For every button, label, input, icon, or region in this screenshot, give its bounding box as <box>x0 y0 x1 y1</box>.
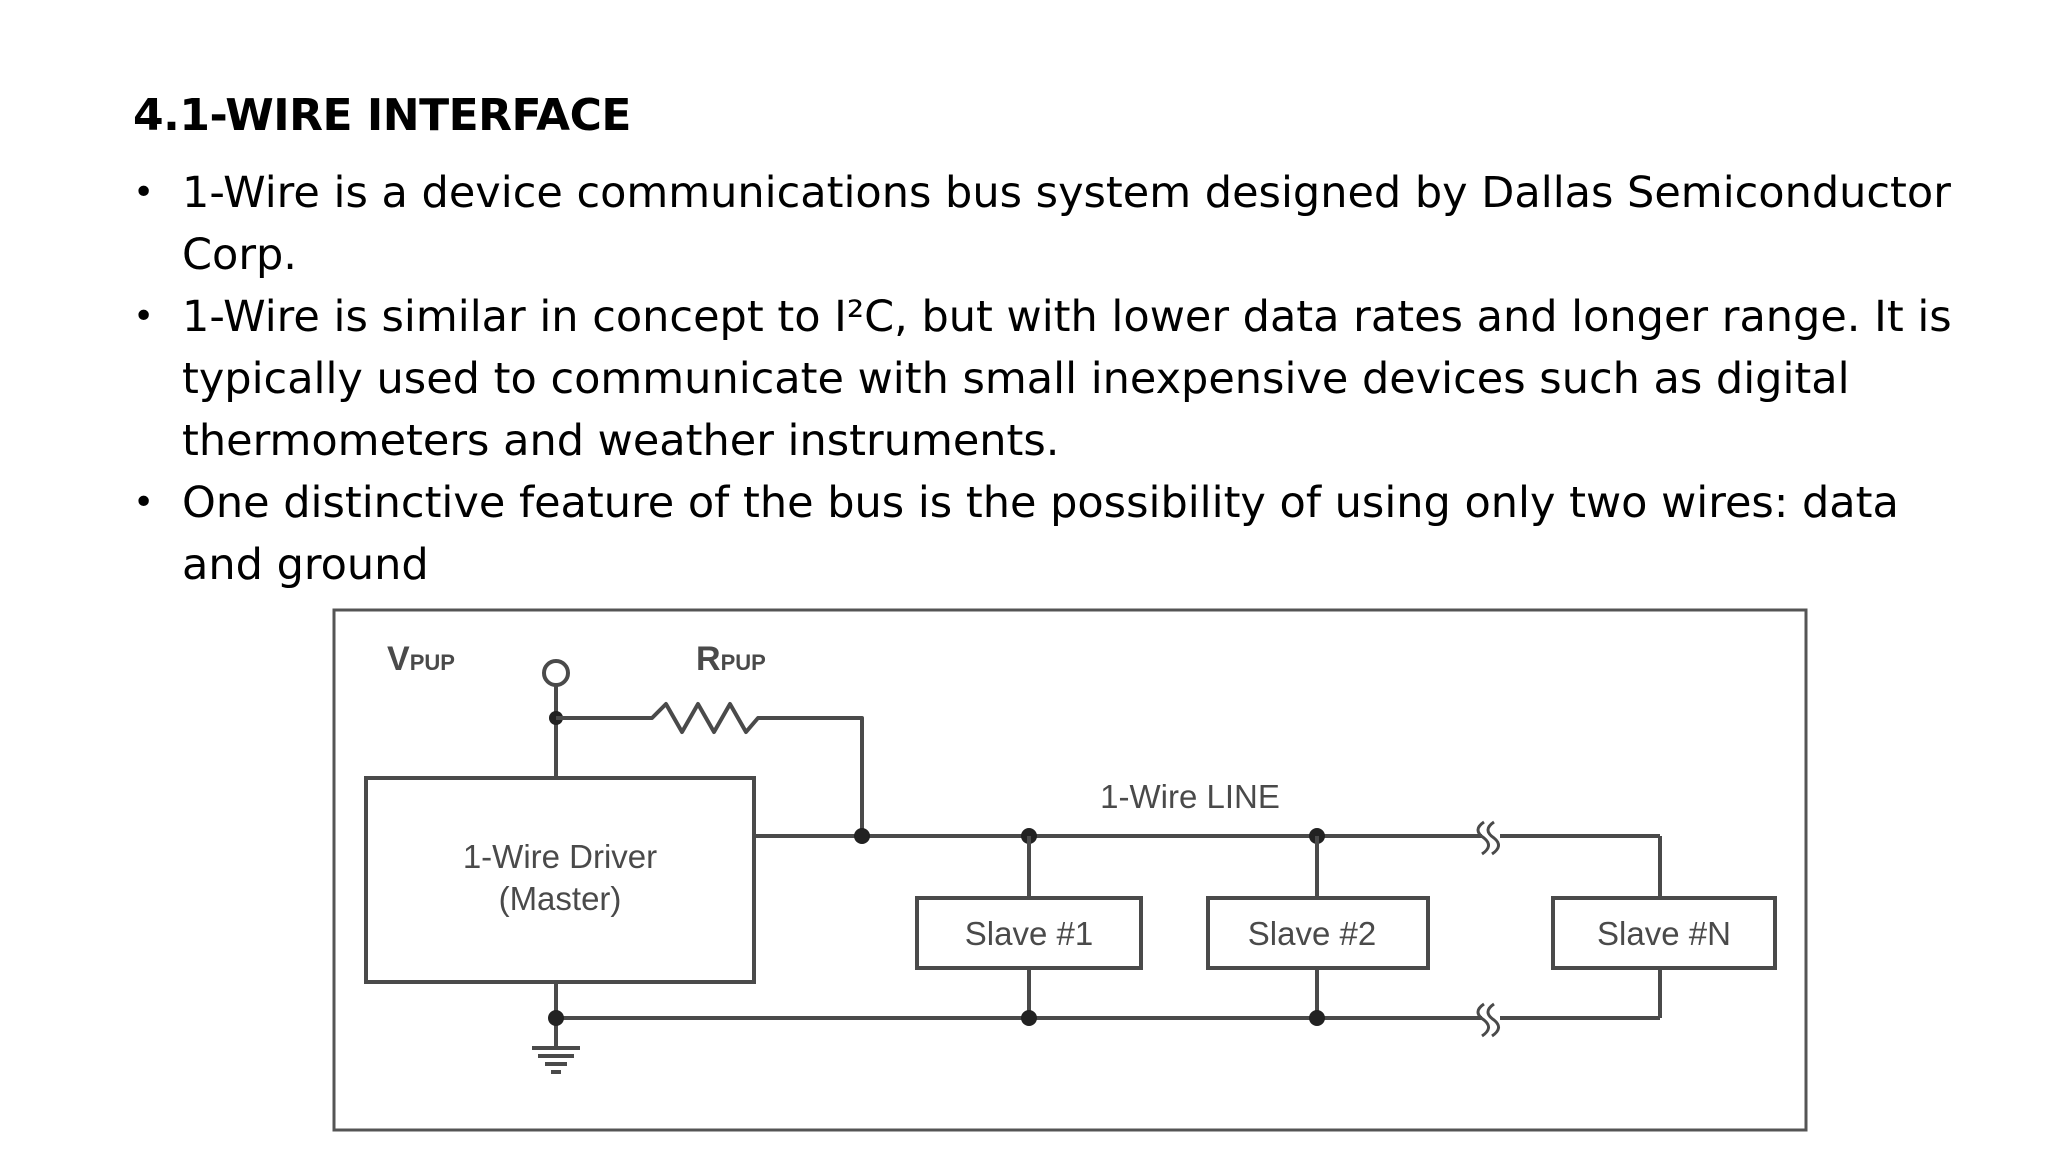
junction-dot <box>1021 1010 1037 1026</box>
slave1-box <box>915 896 1143 970</box>
slide-title: 4.1-WIRE INTERFACE <box>133 90 631 141</box>
bullet-text: 1-Wire is a device communications bus sy… <box>182 168 1951 280</box>
driver-label-line2: (Master) <box>499 880 622 917</box>
slave1-label: Slave #1 <box>965 915 1093 952</box>
rpup-label: RPUP <box>696 640 766 678</box>
junction-dot <box>854 828 870 844</box>
bullet-marker: • <box>133 172 155 213</box>
one-wire-diagram-svg: VPUP RPUP 1-Wire Driver (Master) 1-Wire … <box>332 608 1808 1132</box>
bullet-item: • 1-Wire is similar in concept to I²C, b… <box>133 286 1973 472</box>
bullet-marker: • <box>133 482 155 523</box>
bullet-item: • 1-Wire is a device communications bus … <box>133 162 1973 286</box>
bullet-item: • One distinctive feature of the bus is … <box>133 472 1973 596</box>
slave2-label: Slave #2 <box>1248 915 1376 952</box>
one-wire-diagram: VPUP RPUP 1-Wire Driver (Master) 1-Wire … <box>332 608 1808 1132</box>
slaveN-label: Slave #N <box>1597 915 1731 952</box>
slave2-box <box>1206 896 1430 970</box>
junction-dot <box>548 1010 564 1026</box>
ground-icon <box>532 1046 580 1074</box>
vpup-label: VPUP <box>387 640 455 678</box>
one-wire-line-label: 1-Wire LINE <box>1100 778 1280 815</box>
line-break-icon <box>1476 1002 1500 1038</box>
junction-dot <box>1309 1010 1325 1026</box>
slaveN-box <box>1551 896 1777 970</box>
vpup-terminal-icon <box>542 659 570 687</box>
driver-label-line1: 1-Wire Driver <box>463 838 657 875</box>
driver-box <box>364 776 756 984</box>
bullet-marker: • <box>133 296 155 337</box>
bullet-text: 1-Wire is similar in concept to I²C, but… <box>182 292 1952 466</box>
line-break-icon <box>1476 820 1500 856</box>
resistor-icon <box>556 702 864 836</box>
bullet-list: • 1-Wire is a device communications bus … <box>133 162 1973 596</box>
bullet-text: One distinctive feature of the bus is th… <box>182 478 1899 590</box>
